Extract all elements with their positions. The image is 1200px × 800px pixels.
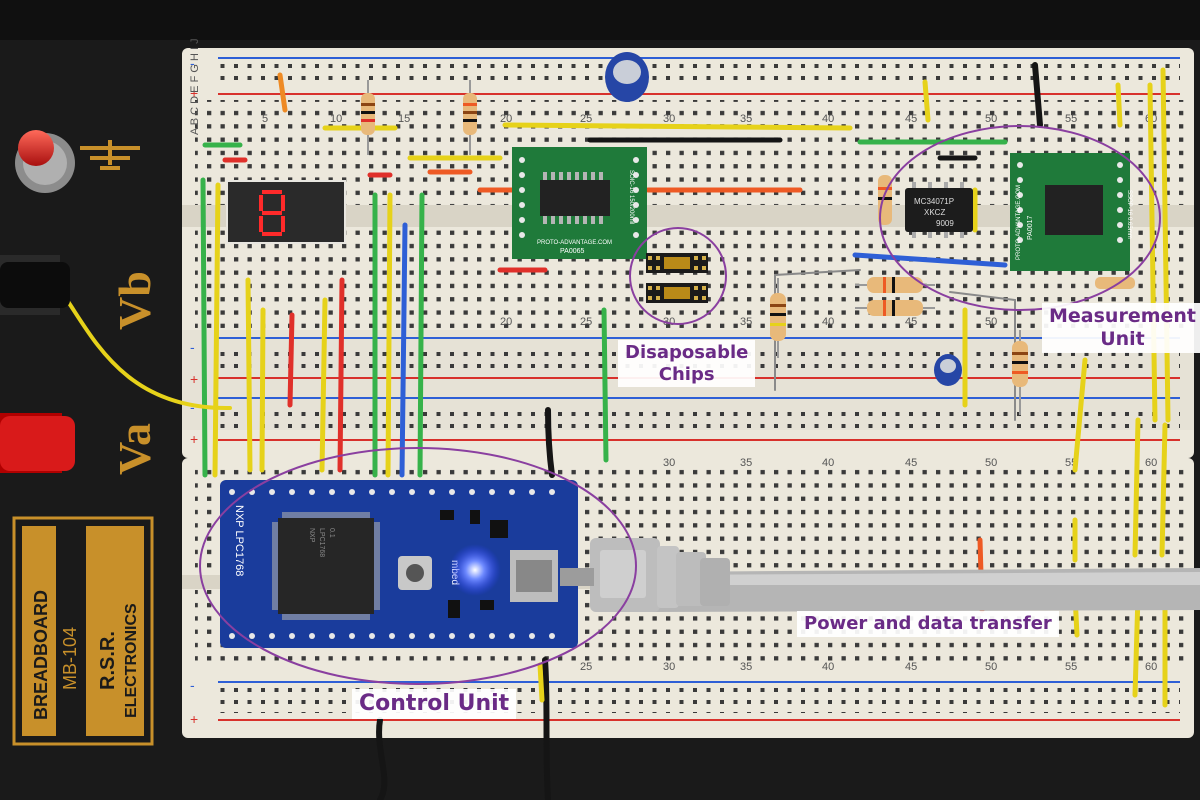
svg-text:45: 45	[905, 316, 917, 328]
svg-text:35: 35	[740, 113, 752, 125]
svg-text:+: +	[190, 711, 198, 727]
ssop-brand: PROTO-ADVANTAGE.COM	[1016, 185, 1022, 260]
mbed-board: NXP LPC1768 0.1 NXP LPC1768 mbed	[220, 480, 578, 648]
measurement-unit-label: Measurement Unit	[1042, 303, 1200, 353]
soic-part: PA0065	[560, 248, 584, 255]
svg-text:20: 20	[500, 316, 512, 328]
svg-text:-: -	[190, 55, 195, 71]
soic-brand: PROTO-ADVANTAGE.COM	[537, 240, 612, 246]
control-unit-ellipse	[199, 447, 637, 685]
maker-electronics: ELECTRONICS	[123, 603, 140, 718]
svg-text:30: 30	[663, 457, 675, 469]
svg-text:15: 15	[398, 113, 410, 125]
mbed-chip-text-2: LPC1768	[318, 528, 325, 557]
svg-text:55: 55	[1065, 113, 1077, 125]
svg-text:-: -	[190, 339, 195, 355]
capacitors	[605, 52, 962, 386]
soic-adapter-board: PROTO-ADVANTAGE.COM PA0065 SOIC-16 150/2…	[512, 147, 647, 259]
disposable-chips-ellipse	[629, 227, 727, 325]
svg-text:40: 40	[822, 316, 834, 328]
svg-text:-: -	[190, 677, 195, 693]
svg-text:30: 30	[663, 661, 675, 673]
svg-text:40: 40	[822, 113, 834, 125]
svg-text:60: 60	[1145, 661, 1157, 673]
svg-text:30: 30	[663, 316, 675, 328]
svg-text:35: 35	[740, 316, 752, 328]
svg-text:25: 25	[580, 661, 592, 673]
control-unit-label: Control Unit	[352, 689, 517, 720]
svg-text:40: 40	[822, 661, 834, 673]
board-markings: 5 10 15 20 25 30 35 40 45 50 55 60 20 25…	[190, 55, 1157, 727]
seven-segment-display	[226, 180, 346, 244]
breadboard-brand: BREADBOARD	[31, 590, 51, 720]
mbed-chip-text-1: NXP	[308, 528, 315, 543]
dip-label-3: 9009	[936, 219, 954, 228]
svg-text:40: 40	[822, 457, 834, 469]
power-data-label: Power and data transfer	[797, 611, 1059, 637]
svg-text:50: 50	[985, 457, 997, 469]
svg-text:50: 50	[985, 661, 997, 673]
va-label: Va	[109, 423, 160, 475]
disposable-chip-sockets	[646, 253, 708, 303]
mbed-side-text: NXP LPC1768	[233, 505, 245, 576]
disposable-chips-label: Disaposable Chips	[618, 340, 756, 388]
svg-text:50: 50	[985, 316, 997, 328]
svg-text:A B C D E F G H I J: A B C D E F G H I J	[189, 38, 201, 135]
svg-text:45: 45	[905, 457, 917, 469]
svg-text:30: 30	[663, 113, 675, 125]
col-number: 5	[262, 113, 268, 125]
row-letters: A B C D E F G H I J	[189, 38, 201, 135]
svg-text:55: 55	[1065, 661, 1077, 673]
svg-text:+: +	[190, 431, 198, 447]
svg-text:+: +	[190, 85, 198, 101]
status-led	[449, 544, 501, 596]
soic-spec: SOIC-16 150/200mil	[628, 170, 634, 224]
svg-text:35: 35	[740, 661, 752, 673]
svg-text:+: +	[190, 371, 198, 387]
vb-label: Vb	[109, 271, 160, 330]
svg-text:35: 35	[740, 457, 752, 469]
svg-text:20: 20	[500, 113, 512, 125]
svg-text:10: 10	[330, 113, 342, 125]
dip-label-2: XKCZ	[924, 208, 945, 217]
left-panel: Vb Va BREADBOARD MB-104 R.S.R. ELECTRONI…	[0, 130, 160, 746]
dip-label-1: MC34071P	[914, 197, 954, 206]
ssop-spec: SSOP-16 0.65mm	[1126, 190, 1132, 239]
model-number: MB-104	[60, 627, 80, 690]
usb-cable	[560, 538, 1200, 612]
svg-text:50: 50	[985, 113, 997, 125]
ssop-part: PA0017	[1027, 216, 1034, 240]
dip-opamp-chip: MC34071P XKCZ 9009	[905, 182, 973, 238]
svg-text:45: 45	[905, 113, 917, 125]
push-button[interactable]	[18, 130, 54, 166]
resistors	[361, 80, 1135, 415]
svg-text:45: 45	[905, 661, 917, 673]
banana-jack-red[interactable]	[0, 416, 75, 471]
ssop-adapter-board: PROTO-ADVANTAGE.COM PA0017 SSOP-16 0.65m…	[1010, 153, 1132, 271]
svg-text:60: 60	[1145, 457, 1157, 469]
svg-text:25: 25	[580, 316, 592, 328]
maker-name: R.S.R.	[97, 631, 119, 690]
annotation-ellipses	[199, 125, 1161, 685]
svg-text:25: 25	[580, 113, 592, 125]
jumper-wires	[58, 62, 1171, 800]
mbed-chip-text-3: 0.1	[328, 528, 335, 538]
measurement-unit-ellipse	[879, 125, 1161, 311]
banana-jack-black[interactable]	[0, 262, 70, 308]
